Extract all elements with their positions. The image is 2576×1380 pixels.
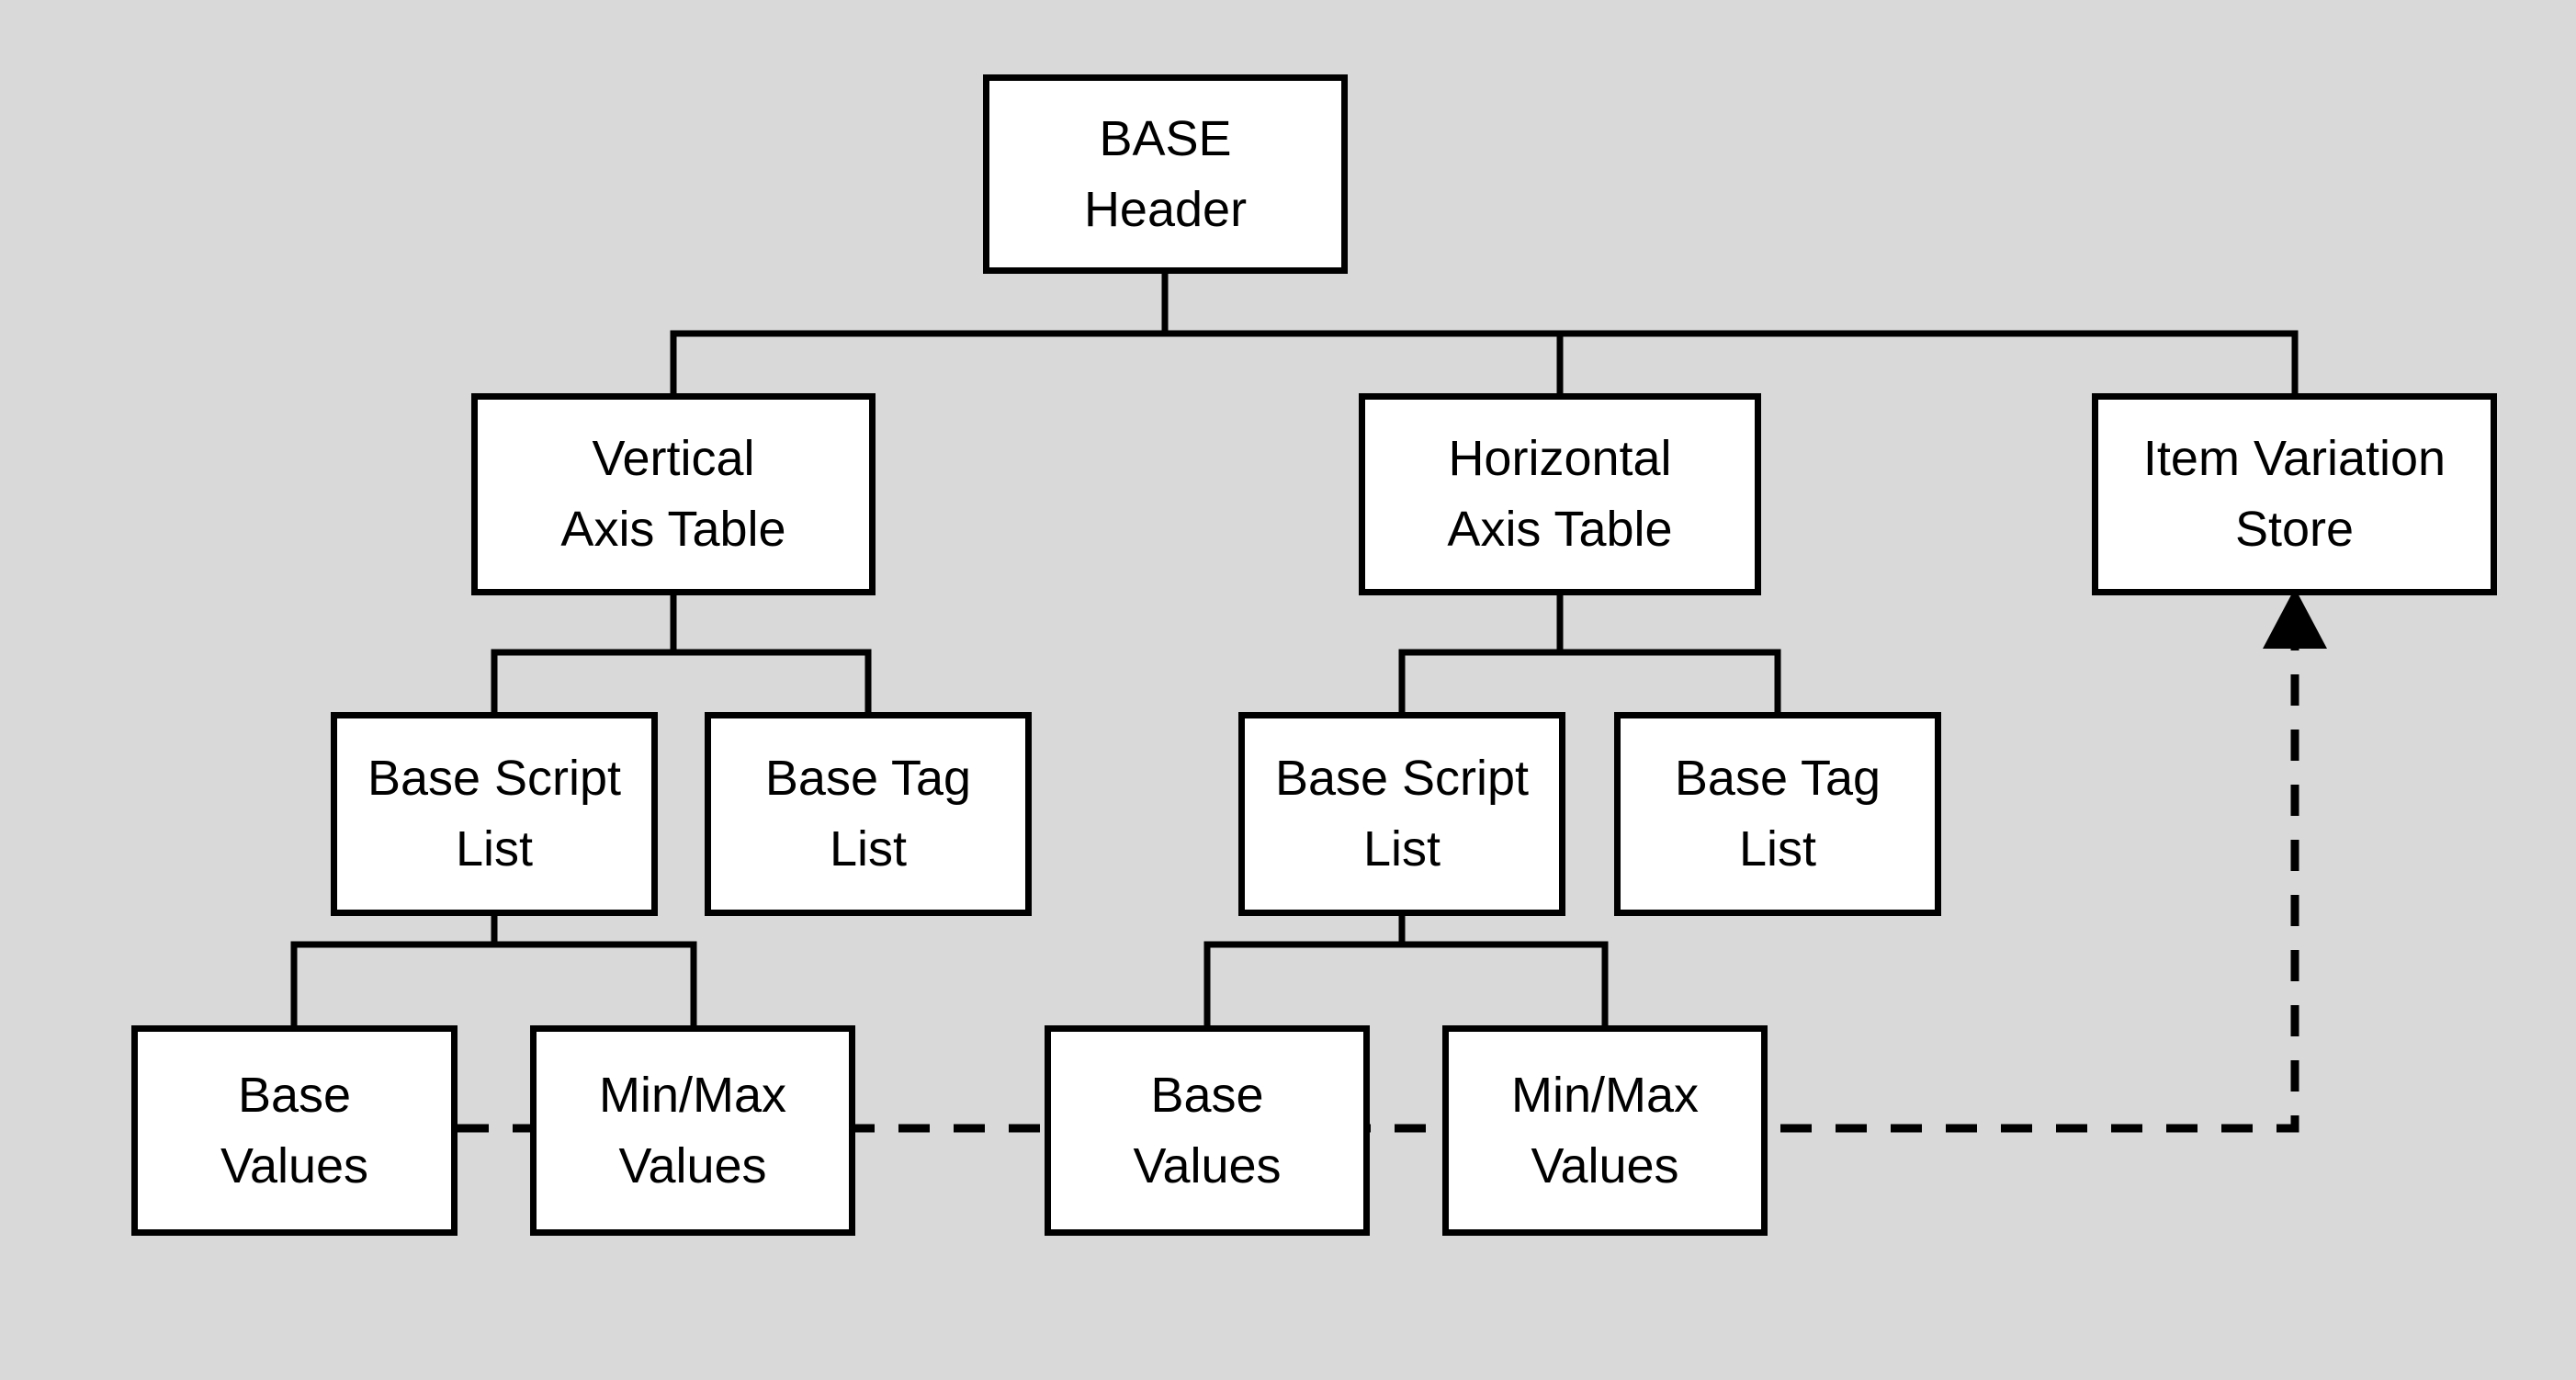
node-label-line1: Base Script: [367, 751, 622, 807]
node-label-line1: Item Variation: [2142, 431, 2446, 487]
item-variation-arrowhead: [2263, 588, 2327, 649]
node-label-line2: Values: [1531, 1137, 1679, 1193]
node-label-line1: Base: [237, 1067, 352, 1123]
node-base-header[interactable]: BASE Header: [983, 74, 1348, 274]
node-label-line2: List: [1738, 821, 1817, 877]
node-label-line2: Header: [1083, 181, 1248, 237]
node-label-line2: Axis Table: [560, 502, 786, 557]
node-label-line2: List: [829, 821, 908, 877]
node-label-line2: Values: [220, 1137, 369, 1193]
arrowhead-group: [2263, 588, 2327, 649]
node-label-line1: Min/Max: [1510, 1067, 1700, 1123]
node-label-line1: Base Script: [1274, 751, 1530, 807]
node-label-line2: List: [455, 821, 534, 877]
node-label-line1: Base: [1150, 1067, 1264, 1123]
node-label-line2: Values: [1133, 1137, 1282, 1193]
node-label-line2: Values: [618, 1137, 767, 1193]
node-label-line1: Vertical: [592, 431, 755, 487]
solid-connectors: [290, 270, 2299, 1029]
node-label-line1: Horizontal: [1448, 431, 1672, 487]
node-label-line2: Store: [2234, 502, 2355, 557]
node-label-line1: Min/Max: [598, 1067, 787, 1123]
node-label-line1: Base Tag: [1674, 751, 1881, 807]
node-label-line1: Base Tag: [764, 751, 972, 807]
node-label-line1: BASE: [1099, 110, 1232, 166]
node-label-line2: List: [1362, 821, 1441, 877]
node-label-line2: Axis Table: [1447, 502, 1673, 557]
